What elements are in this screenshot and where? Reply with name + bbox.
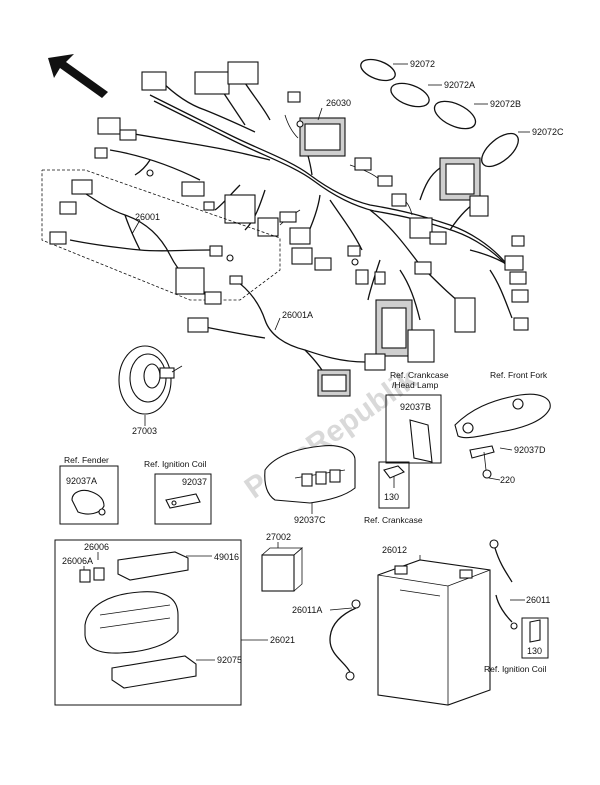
- label-130-ignition: 130: [527, 646, 542, 656]
- label-92037D: 92037D: [514, 445, 546, 455]
- label-ref-ignition-coil-bottom: Ref. Ignition Coil: [484, 664, 546, 674]
- label-27002: 27002: [266, 532, 291, 542]
- label-ref-crankcase-headlamp-2: /Head Lamp: [392, 380, 439, 390]
- label-92072A: 92072A: [444, 80, 475, 90]
- label-ref-crankcase-headlamp-1: Ref. Crankcase: [390, 370, 449, 380]
- label-130-crankcase: 130: [384, 492, 399, 502]
- fuse-box-kit-26021: [54, 539, 242, 706]
- horn-27003: [118, 345, 183, 415]
- label-220: 220: [500, 475, 515, 485]
- label-26001: 26001: [135, 212, 160, 222]
- sub-harness-26001A: [187, 275, 386, 397]
- label-ref-fender: Ref. Fender: [64, 455, 109, 465]
- sub-harness-26001: [41, 169, 281, 301]
- front-fork-clamp: [454, 393, 551, 479]
- label-49016: 49016: [214, 552, 239, 562]
- main-harness-connectors: [94, 61, 529, 363]
- label-92072: 92072: [410, 59, 435, 69]
- label-92037: 92037: [182, 477, 207, 487]
- label-92037C: 92037C: [294, 515, 326, 525]
- label-26011A: 26011A: [292, 605, 322, 615]
- label-92075: 92075: [217, 655, 242, 665]
- direction-arrow-icon: [48, 54, 108, 98]
- label-26001A: 26001A: [282, 310, 313, 320]
- label-26021: 26021: [270, 635, 295, 645]
- part-number-labels: 92072 92072A 92072B 92072C 26030 26001 2…: [62, 59, 564, 674]
- label-26006A: 26006A: [62, 556, 93, 566]
- label-ref-ignition-coil-top: Ref. Ignition Coil: [144, 459, 206, 469]
- cable-26011A: [329, 599, 361, 681]
- label-92037B: 92037B: [400, 402, 431, 412]
- label-92072B: 92072B: [490, 99, 521, 109]
- relay-27002: [261, 547, 304, 592]
- bands-92072: [360, 58, 519, 168]
- label-26006: 26006: [84, 542, 109, 552]
- clamp-92037C: [264, 445, 356, 504]
- label-27003: 27003: [132, 426, 157, 436]
- battery-26012: [377, 559, 491, 706]
- label-ref-crankcase: Ref. Crankcase: [364, 515, 423, 525]
- label-26012: 26012: [382, 545, 407, 555]
- label-92037A: 92037A: [66, 476, 97, 486]
- label-26030: 26030: [326, 98, 351, 108]
- label-26011: 26011: [526, 595, 550, 605]
- fender-ref-box: [59, 465, 119, 525]
- label-92072C: 92072C: [532, 127, 564, 137]
- cable-26011: [489, 539, 549, 659]
- label-ref-front-fork: Ref. Front Fork: [490, 370, 548, 380]
- leader-lines: [83, 63, 530, 661]
- ignition-coil-ref-box-top: [154, 473, 212, 525]
- crankcase-headlamp-clamp: [378, 394, 442, 509]
